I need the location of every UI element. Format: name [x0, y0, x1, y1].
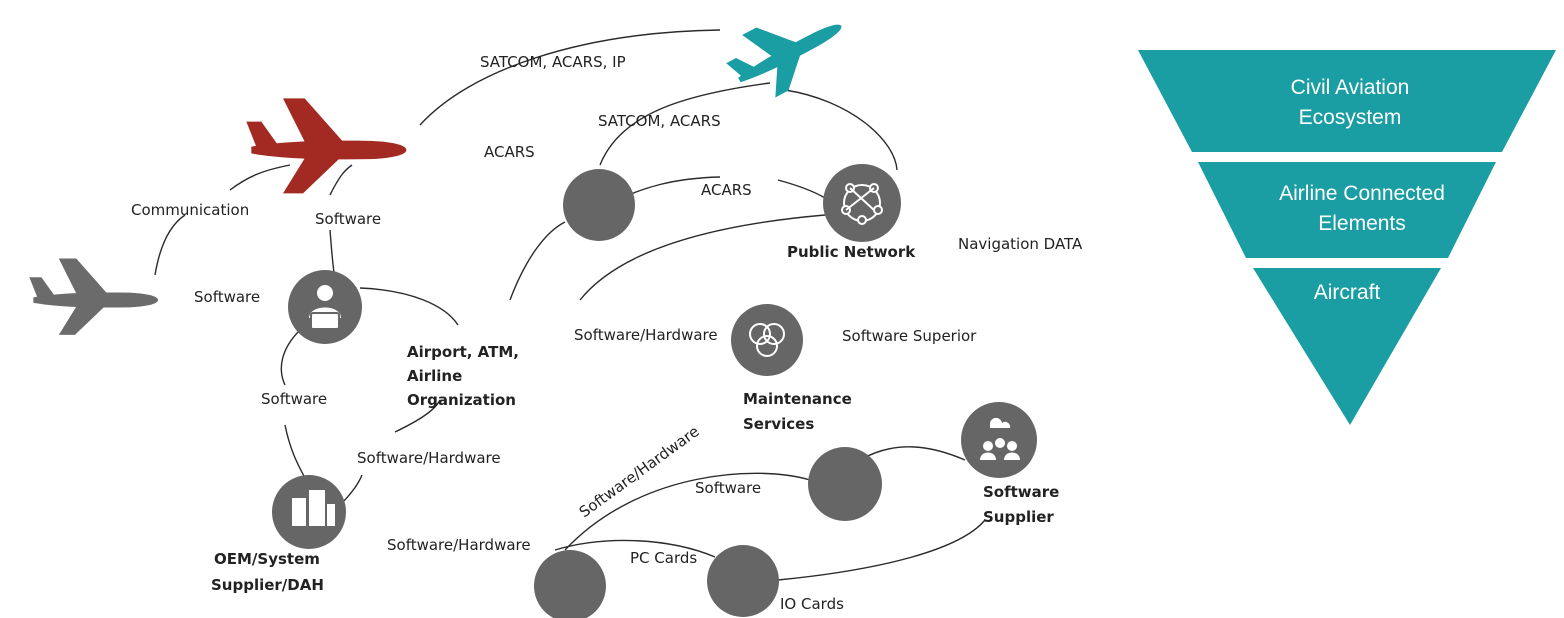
label-acars-mid: ACARS [701, 181, 752, 199]
label-oem-line2: Supplier/DAH [211, 576, 324, 594]
label-software-lower: Software [695, 479, 761, 497]
teal-airplane-icon [718, 0, 857, 111]
connection-lines [154, 29, 986, 581]
pyramid-level-ecosystem [1138, 50, 1556, 152]
label-acars-left: ACARS [484, 143, 535, 161]
unnamed-node-pc-cards [707, 545, 779, 617]
label-sw-supplier-line2: Supplier [983, 508, 1054, 526]
label-sw-hw-maintenance: Software/Hardware [574, 326, 718, 344]
unnamed-node-software [808, 447, 882, 521]
pyramid-level-aircraft [1253, 268, 1441, 425]
label-software-mid: Software [261, 390, 327, 408]
pyramid-level-connected-elements [1198, 162, 1496, 258]
label-io-cards: IO Cards [780, 595, 844, 613]
label-software-top: Software [315, 210, 381, 228]
unnamed-node-acars [563, 169, 635, 241]
gray-airplane-icon [29, 258, 158, 335]
label-software-superior: Software Superior [842, 327, 977, 345]
label-airport-line3: Organization [407, 391, 516, 409]
software-supplier-node [961, 402, 1037, 478]
developer-icon [309, 285, 341, 330]
maintenance-node [731, 304, 803, 376]
label-sw-hw-oem: Software/Hardware [357, 449, 501, 467]
label-airport-line2: Airline [407, 367, 462, 385]
label-oem-line1: OEM/System [214, 550, 320, 568]
venn-icon [749, 323, 785, 357]
unnamed-node-bottom [534, 550, 606, 618]
label-communication: Communication [131, 201, 249, 219]
label-sw-hw-diagonal: Software/Hardware [576, 422, 703, 521]
pyramid-label-connected-line1: Airline Connected [1279, 182, 1445, 205]
label-maintenance-line2: Services [743, 415, 814, 433]
label-sw-supplier-line1: Software [983, 483, 1059, 501]
oem-node [272, 475, 346, 549]
edge-labels: SATCOM, ACARS, IP SATCOM, ACARS ACARS AC… [131, 53, 1083, 613]
label-software-left: Software [194, 288, 260, 306]
ecosystem-pyramid: Civil Aviation Ecosystem Airline Connect… [1138, 50, 1556, 425]
pyramid-label-ecosystem-line1: Civil Aviation [1291, 76, 1410, 99]
public-network-node [823, 164, 901, 242]
pyramid-label-ecosystem-line2: Ecosystem [1299, 106, 1402, 129]
pyramid-label-aircraft: Aircraft [1314, 281, 1381, 304]
node-labels: Public Network Airport, ATM, Airline Org… [211, 243, 1059, 594]
label-public-network: Public Network [787, 243, 916, 261]
label-maintenance-line1: Maintenance [743, 390, 852, 408]
label-sw-hw-bottom: Software/Hardware [387, 536, 531, 554]
label-satcom-acars: SATCOM, ACARS [598, 112, 721, 130]
buildings-icon [292, 490, 335, 526]
label-pc-cards: PC Cards [630, 549, 697, 567]
label-airport-line1: Airport, ATM, [407, 343, 519, 361]
developer-node [288, 270, 362, 344]
team-cloud-icon [980, 417, 1020, 460]
pyramid-label-connected-line2: Elements [1318, 212, 1406, 235]
red-airplane-icon [246, 98, 407, 194]
label-navigation-data: Navigation DATA [958, 235, 1083, 253]
label-satcom-acars-ip: SATCOM, ACARS, IP [480, 53, 626, 71]
network-icon [841, 183, 883, 225]
